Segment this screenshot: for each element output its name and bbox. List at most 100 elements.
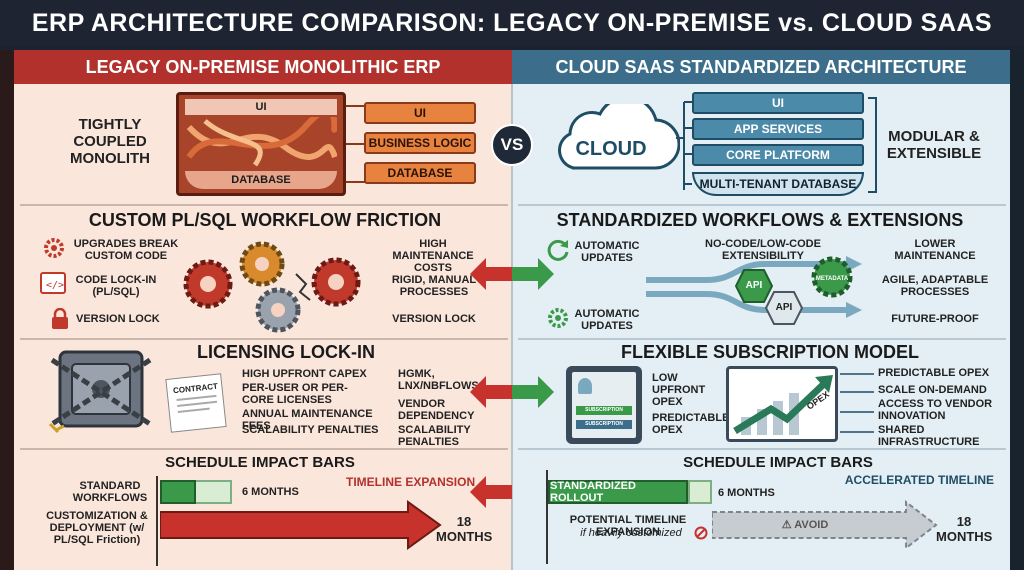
timeline-expansion-label: TIMELINE EXPANSION [346,475,476,489]
code-window-icon: </> [40,272,66,294]
standard-bar-track [160,480,232,504]
contract-line [177,400,218,407]
accelerated-label: ACCELERATED TIMELINE [844,473,994,487]
schedule-row-value-2: 18 MONTHS [436,514,493,544]
licensing-right-1: HGMK, LNX/NBFLOWS [398,368,479,392]
cloud-stack-database: MULTI-TENANT DATABASE [692,172,864,196]
rollout-bar-track [688,480,712,504]
licensing-right-2: VENDOR DEPENDENCY [398,398,475,422]
monolith-db: DATABASE [185,171,337,189]
opex-chart: OPEX [726,366,838,442]
monolith-label: TIGHTLY COUPLED MONOLITH [70,116,150,167]
metadata-gear-icon [811,256,853,298]
legacy-schedule-title: SCHEDULE IMPACT BARS [165,454,355,471]
connector-lines [346,105,366,183]
gear-icon [548,308,568,328]
monolith-box: UI DATABASE [176,92,346,196]
refresh-icon [547,239,569,261]
rollout-value: 6 MONTHS [718,487,775,499]
legacy-header: LEGACY ON-PREMISE MONOLITHIC ERP [14,50,512,84]
expansion-value: 18 MONTHS [936,514,993,544]
broken-gears-icon [183,241,361,333]
stack-layer-logic: BUSINESS LOGIC [364,132,476,154]
cloud-stack-app-services: APP SERVICES [692,118,864,140]
cloud-stack-core-platform: CORE PLATFORM [692,144,864,166]
section-divider [518,204,1006,206]
avoid-label: ⚠ AVOID [781,519,829,531]
subscription-title: FLEXIBLE SUBSCRIPTION MODEL [620,342,919,362]
monolith-ui: UI [185,99,337,115]
legacy-wf-right-1: HIGH MAINTENANCE COSTS [392,238,474,274]
legacy-wf-left-1: UPGRADES BREAK CUSTOM CODE [73,238,179,262]
bracket [868,97,877,193]
section-divider [20,448,508,450]
standardized-rollout-bar: STANDARDIZED ROLLOUT [548,480,688,504]
cloud-stack-ui: UI [692,92,864,114]
prohibited-icon [694,526,708,540]
legacy-wf-right-3: VERSION LOCK [392,313,476,325]
legacy-wf-left-3: VERSION LOCK [76,313,160,325]
tablet-item-1: LOW UPFRONT OPEX [652,372,706,408]
modular-label: MODULAR & EXTENSIBLE [886,128,982,162]
left-edge-decoration [0,50,14,570]
lock-icon [52,308,68,329]
cloud-schedule-title: SCHEDULE IMPACT BARS [683,454,873,471]
tablet-device: SUBSCRIPTION SUBSCRIPTION [566,366,642,444]
subscription-item-1: PREDICTABLE OPEX [878,367,990,379]
tablet-item-2: PREDICTABLE OPEX [652,412,730,436]
licensing-title: LICENSING LOCK-IN [197,342,375,362]
title-bar: ERP ARCHITECTURE COMPARISON: LEGACY ON-P… [0,0,1024,46]
tangled-code-icon [186,117,337,167]
user-icon [578,378,592,394]
standard-bar [160,480,196,504]
licensing-right-3: SCALABILITY PENALTIES [398,424,471,448]
panel-divider [511,50,513,570]
section-divider [20,338,508,340]
api-hexagon-icon [734,269,774,303]
subscription-item-4: SHARED INFRASTRUCTURE [878,424,980,448]
cloud-wf-right-1: LOWER MAINTENANCE [894,238,976,262]
api-label: API [775,302,793,313]
cloud-header: CLOUD SAAS STANDARDIZED ARCHITECTURE [512,50,1010,84]
page-title: ERP ARCHITECTURE COMPARISON: LEGACY ON-P… [31,8,993,37]
cloud-wf-left-2: AUTOMATIC UPDATES [574,308,640,332]
growth-arrow-icon [733,375,833,435]
section-divider [518,338,1006,340]
bidirectional-arrow [470,258,554,290]
schedule-row-value-1: 6 MONTHS [242,486,299,498]
customization-arrow [160,500,442,550]
contract-line [177,407,210,413]
expansion-label: POTENTIAL TIMELINE EXPANSION [569,514,687,538]
cloud-workflow-title: STANDARDIZED WORKFLOWS & EXTENSIONS [556,210,964,230]
licensing-item-4: SCALABILITY PENALTIES [242,424,379,436]
connector-lines [676,101,692,190]
api-label: API [745,280,763,291]
licensing-item-3: ANNUAL MAINTENANCE FEES [242,408,373,432]
legacy-wf-left-2: CODE LOCK-IN (PL/SQL) [75,274,157,298]
contract-document: CONTRACT [165,373,227,433]
cloud-label: CLOUD [575,138,647,160]
connector-lines [840,373,874,433]
tablet-subscription-1: SUBSCRIPTION [576,406,632,415]
stack-layer-db: DATABASE [364,162,476,184]
legacy-workflow-title: CUSTOM PL/SQL WORKFLOW FRICTION [88,210,442,230]
section-divider [20,204,508,206]
subscription-item-3: ACCESS TO VENDOR INNOVATION [878,398,993,422]
schedule-row-label-2: CUSTOMIZATION & DEPLOYMENT (w/ PL/SQL Fr… [46,510,148,546]
licensing-item-1: HIGH UPFRONT CAPEX [242,368,367,380]
schedule-row-label-1: STANDARD WORKFLOWS [72,480,148,504]
section-divider [518,448,1006,450]
schedule-axis [156,476,158,566]
api-hexagon-icon [764,291,804,325]
stack-layer-ui: UI [364,102,476,124]
tablet-subscription-2: SUBSCRIPTION [576,420,632,429]
gears-icon [44,238,64,258]
right-edge-decoration [1010,50,1024,570]
legacy-wf-right-2: RIGID, MANUAL PROCESSES [391,274,477,298]
chained-safe-icon [48,350,152,434]
no-code-label: NO-CODE/LOW-CODE EXTENSIBILITY [705,238,821,262]
licensing-item-2: PER-USER OR PER-CORE LICENSES [242,382,348,406]
schedule-axis [546,470,548,564]
svg-text:</>: </> [46,280,64,291]
cloud-wf-left-1: AUTOMATIC UPDATES [574,240,640,264]
